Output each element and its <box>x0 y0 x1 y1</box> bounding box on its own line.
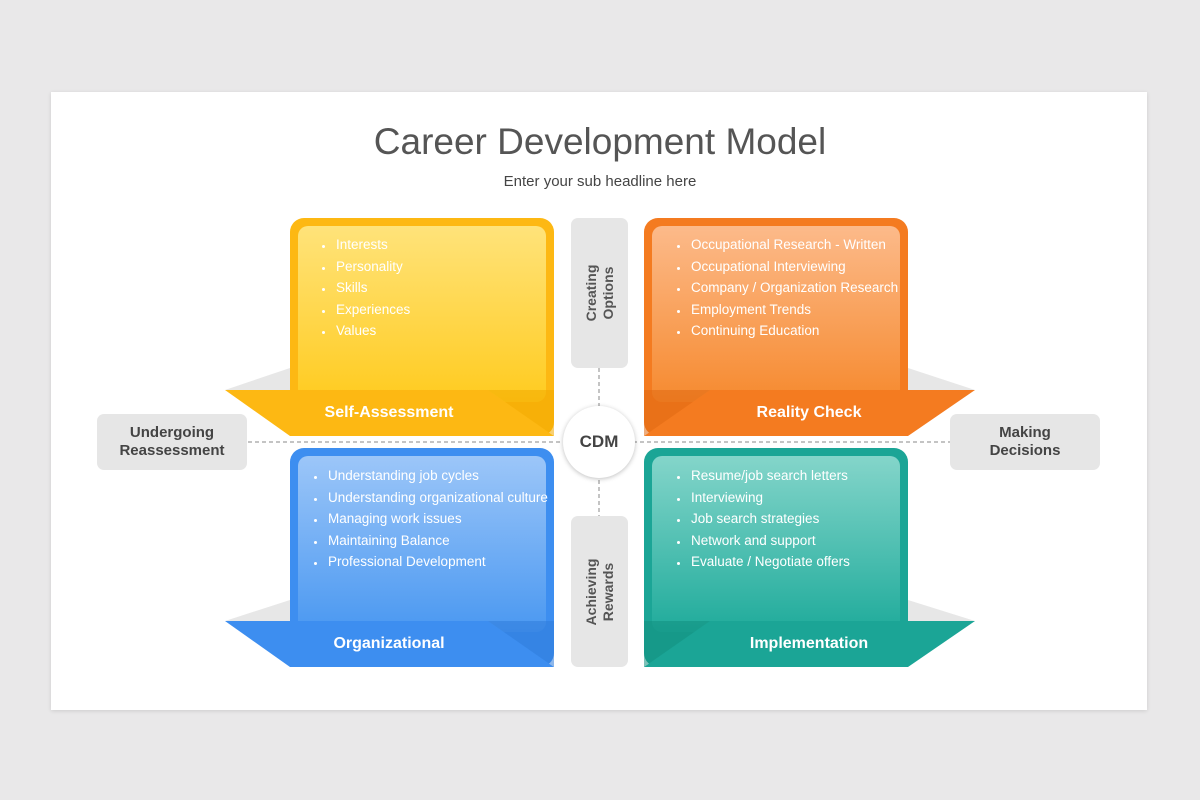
list-item: Occupational Research - Written <box>689 234 904 256</box>
achieving-rewards-tab: Achieving Rewards <box>571 516 628 667</box>
list-item: Interviewing <box>689 487 909 509</box>
implementation-label: Implementation <box>749 635 869 652</box>
list-item: Experiences <box>334 299 554 321</box>
list-item: Occupational Interviewing <box>689 256 904 278</box>
list-item: Maintaining Balance <box>326 530 558 552</box>
organizational-list: Understanding job cycles Understanding o… <box>306 465 558 573</box>
list-item: Evaluate / Negotiate offers <box>689 551 909 573</box>
making-decisions-label: Making Decisions <box>989 424 1061 459</box>
list-item: Network and support <box>689 530 909 552</box>
list-item: Resume/job search letters <box>689 465 909 487</box>
undergoing-reassessment-box: Undergoing Reassessment <box>97 414 247 470</box>
page-title: Career Development Model <box>373 121 827 162</box>
organizational-label: Organizational <box>333 635 445 652</box>
self-assessment-label: Self-Assessment <box>324 404 454 421</box>
creating-options-tab: Creating Options <box>571 218 628 368</box>
list-item: Job search strategies <box>689 508 909 530</box>
list-item: Company / Organization Research <box>689 277 904 299</box>
achieving-rewards-label: Achieving Rewards <box>582 558 616 625</box>
list-item: Skills <box>334 277 554 299</box>
creating-options-label: Creating Options <box>582 264 616 322</box>
self-assessment-list: Interests Personality Skills Experiences… <box>314 234 554 342</box>
center-label: CDM <box>579 432 619 451</box>
list-item: Interests <box>334 234 554 256</box>
reality-check-list: Occupational Research - Written Occupati… <box>669 234 904 342</box>
making-decisions-box: Making Decisions <box>950 414 1100 470</box>
page-subtitle: Enter your sub headline here <box>503 173 697 190</box>
list-item: Personality <box>334 256 554 278</box>
reality-check-label: Reality Check <box>756 404 862 421</box>
undergoing-reassessment-label: Undergoing Reassessment <box>119 424 225 459</box>
list-item: Continuing Education <box>689 320 904 342</box>
implementation-list: Resume/job search letters Interviewing J… <box>669 465 909 573</box>
list-item: Understanding job cycles <box>326 465 558 487</box>
list-item: Understanding organizational culture <box>326 487 558 509</box>
list-item: Employment Trends <box>689 299 904 321</box>
list-item: Professional Development <box>326 551 558 573</box>
list-item: Values <box>334 320 554 342</box>
list-item: Managing work issues <box>326 508 558 530</box>
quadrant-self-assessment-shape <box>225 218 554 436</box>
center-circle: CDM <box>563 406 635 478</box>
quadrant-reality-check-shape <box>644 218 975 436</box>
quadrant-implementation-shape <box>644 448 975 667</box>
quadrant-organizational-shape <box>225 448 554 667</box>
